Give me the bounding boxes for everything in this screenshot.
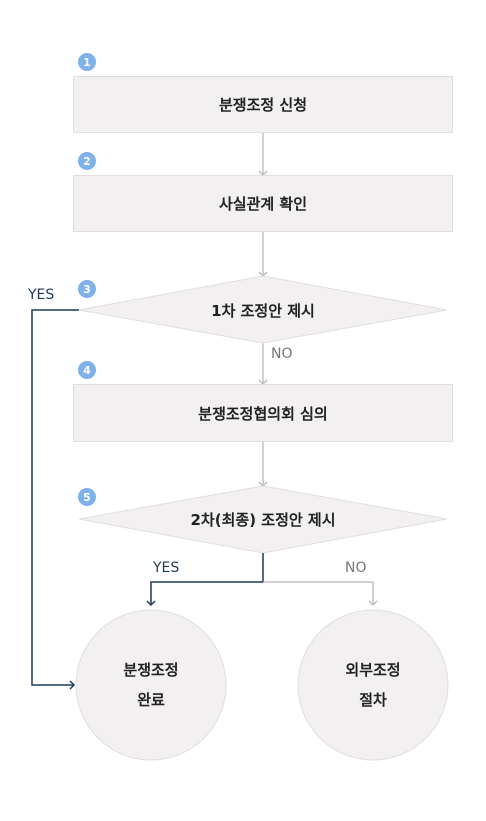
no-label-3: NO — [271, 346, 293, 362]
yes-label-3: YES — [28, 287, 55, 303]
step-1-box: 분쟁조정 신청 — [73, 76, 453, 133]
outcome-external-line2: 절차 — [359, 691, 387, 709]
outcome-circle-complete — [75, 609, 227, 761]
step-4-box: 분쟁조정협의회 심의 — [73, 384, 453, 442]
step-5-label: 2차(최종) 조정안 제시 — [190, 510, 336, 529]
step-2-box: 사실관계 확인 — [73, 175, 453, 232]
connector-no-5 — [263, 581, 378, 606]
step-3-badge: 3 — [78, 280, 96, 298]
connector-yes-5 — [146, 553, 264, 607]
decision-diamond-5 — [78, 485, 448, 554]
step-2-label: 사실관계 확인 — [218, 195, 308, 213]
outcome-external-line1: 외부조정 — [345, 661, 401, 679]
step-5-badge: 5 — [78, 488, 96, 506]
connector-yes-3 — [31, 309, 79, 690]
yes-label-5: YES — [153, 560, 180, 576]
step-2-badge: 2 — [78, 152, 96, 170]
outcome-circle-external — [297, 609, 449, 761]
outcome-complete-line2: 완료 — [137, 691, 165, 709]
step-4-badge: 4 — [78, 361, 96, 379]
no-label-5: NO — [345, 560, 367, 576]
step-1-badge: 1 — [78, 53, 96, 71]
outcome-external-text: 외부조정 절차 — [288, 655, 458, 715]
decision-diamond-3 — [78, 275, 448, 344]
step-1-label: 분쟁조정 신청 — [218, 96, 308, 114]
outcome-complete-line1: 분쟁조정 — [123, 661, 179, 679]
outcome-complete-text: 분쟁조정 완료 — [66, 655, 236, 715]
step-4-label: 분쟁조정협의회 심의 — [198, 404, 328, 423]
step-3-label: 1차 조정안 제시 — [211, 301, 315, 320]
